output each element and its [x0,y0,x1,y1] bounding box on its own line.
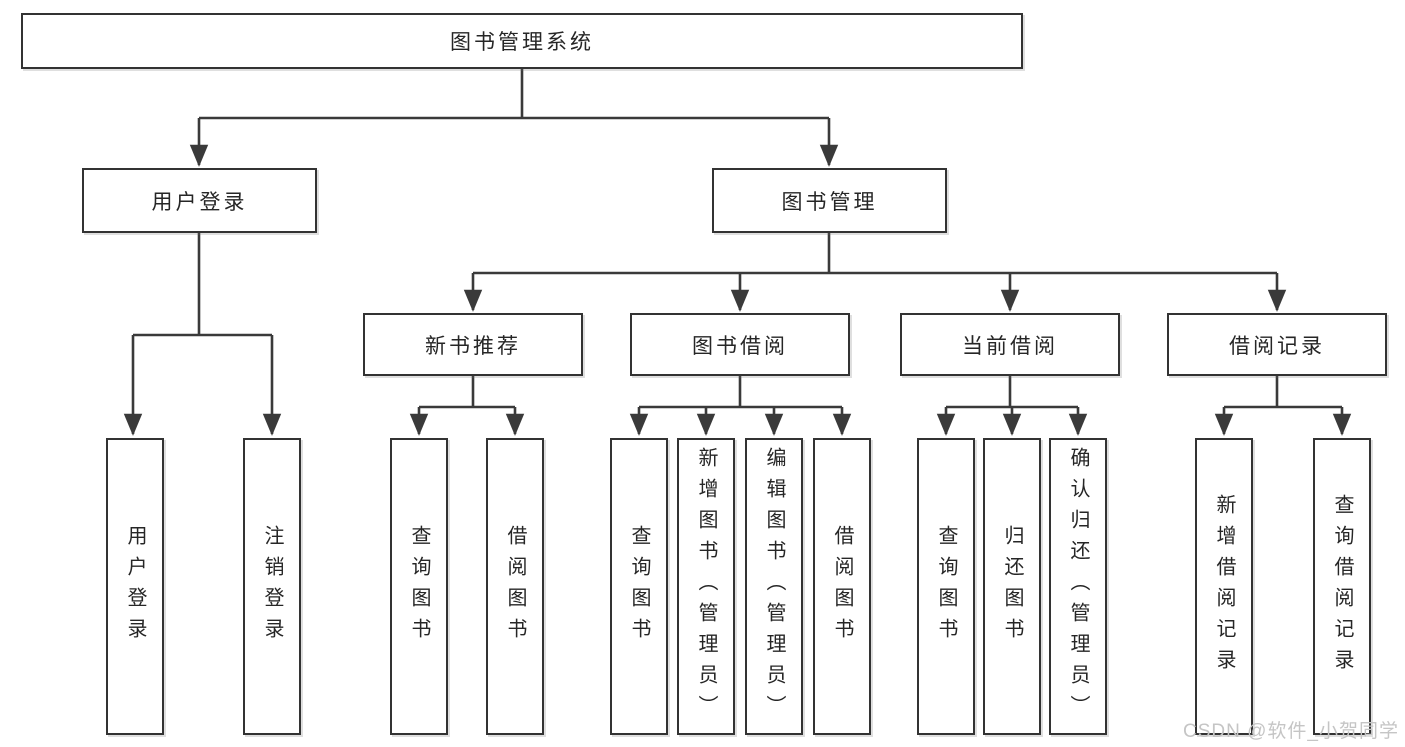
leaf-query-books-borrow: 查询图书 [610,438,668,735]
node-label: 图书管理 [781,190,878,214]
node-book-management: 图书管理 [712,168,947,233]
leaf-label: 新增图书（管理员） [695,447,717,726]
node-current-borrowing: 当前借阅 [900,313,1120,376]
node-label: 新书推荐 [425,334,521,358]
leaf-label: 归还图书 [1001,524,1023,649]
node-book-management-system: 图书管理系统 [21,13,1023,69]
leaf-logout: 注销登录 [243,438,301,735]
leaf-label: 查询图书 [628,524,650,649]
leaf-query-borrow-record: 查询借阅记录 [1313,438,1371,735]
node-label: 图书借阅 [692,334,788,358]
leaf-confirm-return-admin: 确认归还（管理员） [1049,438,1107,735]
leaf-borrow-books: 借阅图书 [813,438,871,735]
leaf-label: 借阅图书 [504,524,526,649]
leaf-add-book-admin: 新增图书（管理员） [677,438,735,735]
leaf-label: 查询图书 [935,524,957,649]
leaf-label: 新增借阅记录 [1213,493,1235,680]
node-user-login: 用户登录 [82,168,317,233]
node-borrow-records: 借阅记录 [1167,313,1387,376]
leaf-label: 查询图书 [408,524,430,649]
node-book-borrowing: 图书借阅 [630,313,850,376]
leaf-label: 注销登录 [261,524,283,649]
node-label: 图书管理系统 [450,31,594,54]
leaf-return-book: 归还图书 [983,438,1041,735]
leaf-user-login: 用户登录 [106,438,164,735]
node-label: 当前借阅 [962,334,1058,358]
csdn-watermark: CSDN @软件_小贺同学 [1183,721,1399,742]
leaf-label: 用户登录 [124,524,146,649]
leaf-query-books-recommend: 查询图书 [390,438,448,735]
leaf-label: 确认归还（管理员） [1067,447,1089,726]
node-label: 借阅记录 [1229,334,1325,358]
node-new-book-recommend: 新书推荐 [363,313,583,376]
leaf-add-borrow-record: 新增借阅记录 [1195,438,1253,735]
leaf-edit-book-admin: 编辑图书（管理员） [745,438,803,735]
leaf-label: 查询借阅记录 [1331,493,1353,680]
leaf-borrow-books-recommend: 借阅图书 [486,438,544,735]
node-label: 用户登录 [151,190,248,214]
leaf-label: 编辑图书（管理员） [763,447,785,726]
leaf-query-books-current: 查询图书 [917,438,975,735]
leaf-label: 借阅图书 [831,524,853,649]
